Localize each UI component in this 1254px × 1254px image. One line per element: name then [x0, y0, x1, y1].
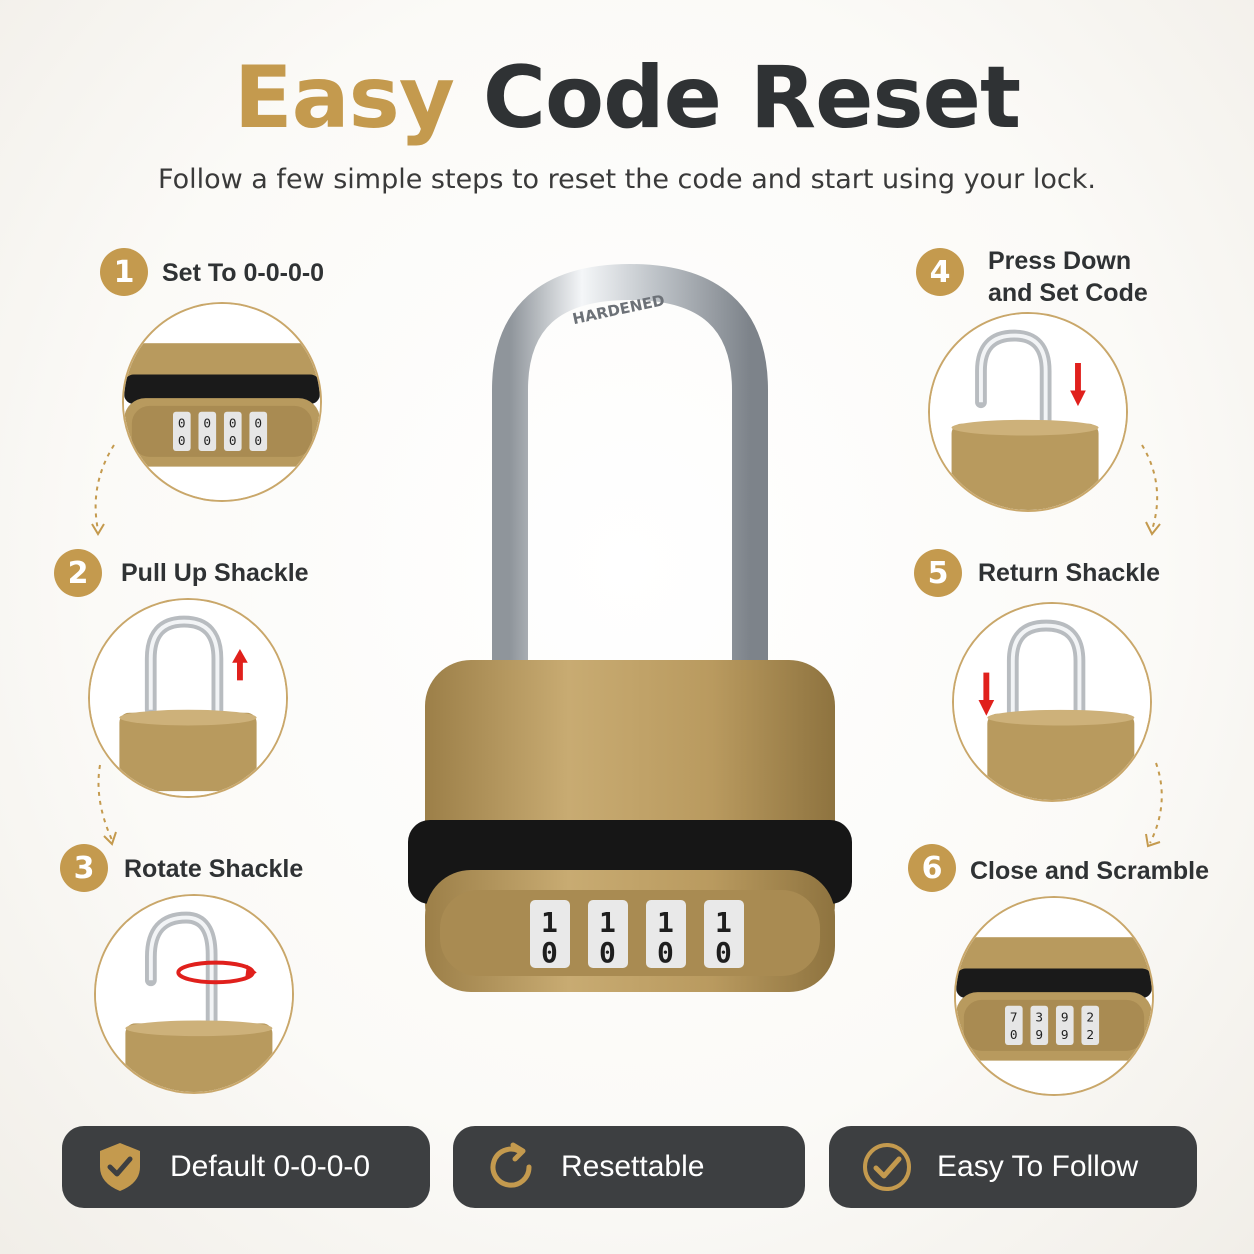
step-2-label: Pull Up Shackle — [121, 559, 309, 587]
step-6-dial-4b: 2 — [1086, 1028, 1094, 1043]
step-6-badge: 6 — [908, 844, 956, 892]
step-1-dial-3: 0 — [229, 416, 237, 431]
step-1-image: 0 0 0 0 0 0 0 0 — [122, 302, 322, 502]
step-1-dial-4b: 0 — [254, 434, 262, 449]
connector-5-6 — [1145, 762, 1163, 848]
step-6-dial-3b: 9 — [1061, 1028, 1069, 1043]
feature-resettable: Resettable — [453, 1126, 805, 1208]
step-1-label: Set To 0-0-0-0 — [162, 259, 325, 287]
step-3-badge: 3 — [60, 844, 108, 892]
main-padlock: HARDENED 1 1 1 1 0 0 0 0 — [380, 260, 880, 1020]
step-6-dial-3: 9 — [1061, 1010, 1069, 1025]
step-6-dial-2b: 9 — [1035, 1028, 1043, 1043]
main-dial-4: 1 — [715, 906, 732, 939]
feature-default-code: Default 0-0-0-0 — [62, 1126, 430, 1208]
feature-easy-to-follow: Easy To Follow — [829, 1126, 1197, 1208]
step-2-image — [88, 598, 288, 798]
main-dial-2b: 0 — [599, 936, 616, 969]
step-1-dial-3b: 0 — [229, 434, 237, 449]
step-6-dial-2: 3 — [1035, 1010, 1043, 1025]
step-1-dial-4: 0 — [254, 416, 262, 431]
step-6-dial-1b: 0 — [1010, 1028, 1018, 1043]
connector-2-3 — [97, 764, 117, 846]
step-6-label: Close and Scramble — [970, 857, 1209, 885]
step-5-image — [952, 602, 1152, 802]
page-title: Easy Code Reset — [0, 48, 1254, 148]
main-dial-4b: 0 — [715, 936, 732, 969]
step-1-dial-1: 0 — [178, 416, 186, 431]
main-dial-1b: 0 — [541, 936, 558, 969]
step-6-image: 7 3 9 2 0 9 9 2 — [954, 896, 1154, 1096]
feature-resettable-label: Resettable — [561, 1150, 705, 1183]
step-3-label: Rotate Shackle — [124, 855, 304, 883]
step-4-badge: 4 — [916, 248, 964, 296]
main-dial-3b: 0 — [657, 936, 674, 969]
main-dial-1: 1 — [541, 906, 558, 939]
title-accent: Easy — [233, 48, 455, 148]
step-5-badge: 5 — [914, 549, 962, 597]
step-4-image — [928, 312, 1128, 512]
connector-4-5 — [1141, 444, 1161, 536]
shield-check-icon — [100, 1143, 140, 1191]
step-1-dial-2b: 0 — [203, 434, 211, 449]
step-3-image — [94, 894, 294, 1094]
connector-1-2 — [91, 444, 115, 536]
main-dial-2: 1 — [599, 906, 616, 939]
refresh-icon — [490, 1142, 532, 1188]
title-main: Code Reset — [482, 48, 1021, 148]
step-4-label-line1: Press Down — [988, 247, 1132, 275]
main-dial-3: 1 — [657, 906, 674, 939]
check-circle-icon — [863, 1143, 911, 1191]
step-2-badge: 2 — [54, 549, 102, 597]
step-1-dial-2: 0 — [203, 416, 211, 431]
page-subtitle: Follow a few simple steps to reset the c… — [158, 164, 1096, 195]
feature-default-label: Default 0-0-0-0 — [170, 1150, 371, 1183]
step-5-label: Return Shackle — [978, 559, 1161, 587]
step-4-label-line2: and Set Code — [988, 279, 1148, 307]
step-4-label: Press Down and Set Code — [988, 245, 1148, 309]
feature-easy-label: Easy To Follow — [937, 1150, 1139, 1183]
step-1-dial-1b: 0 — [178, 434, 186, 449]
step-6-dial-1: 7 — [1010, 1010, 1018, 1025]
step-1-badge: 1 — [100, 248, 148, 296]
step-6-dial-4: 2 — [1086, 1010, 1094, 1025]
